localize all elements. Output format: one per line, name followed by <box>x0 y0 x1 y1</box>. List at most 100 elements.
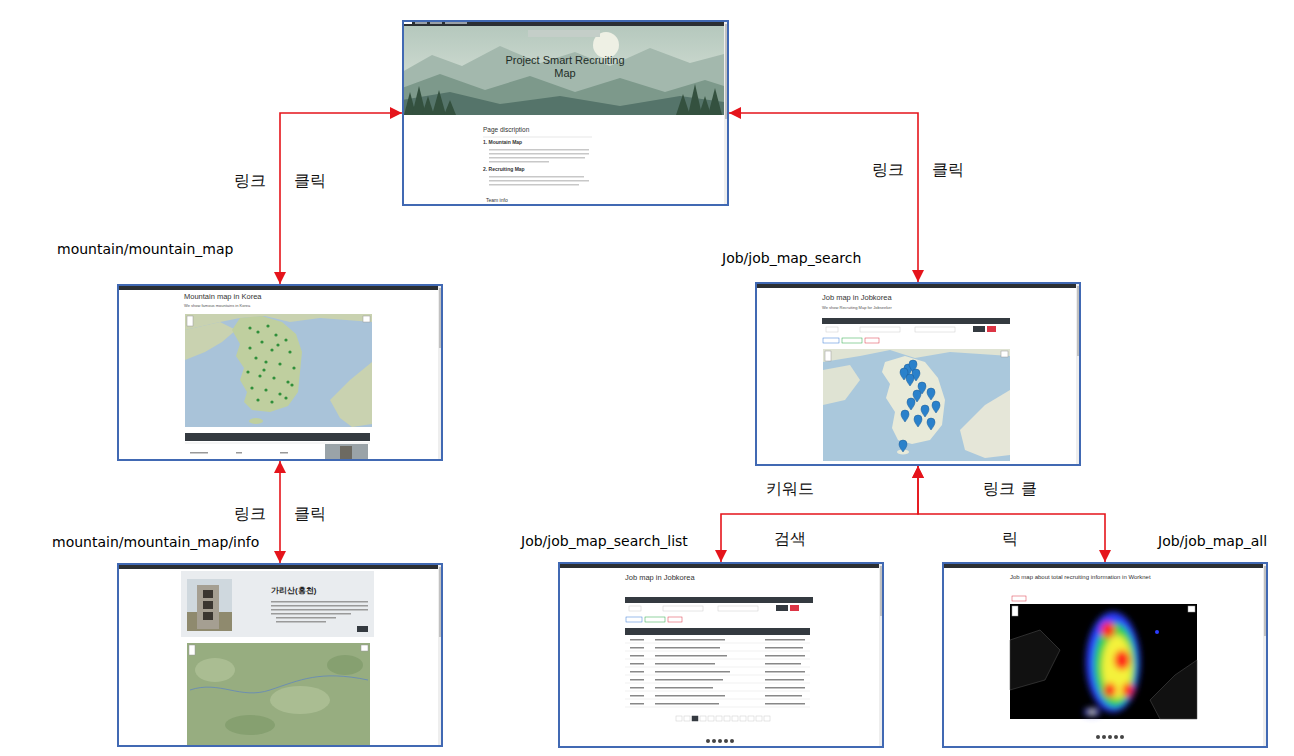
job-marker <box>914 415 922 427</box>
list-row-rule <box>625 643 810 644</box>
home-screenshot <box>402 26 724 115</box>
list-row-rule <box>625 659 810 660</box>
mountain-info-screenshot <box>189 645 195 655</box>
list-row <box>630 647 644 649</box>
mountain-info-screenshot <box>327 655 363 675</box>
job-search-list-screenshot <box>776 605 788 611</box>
mountain-marker <box>246 370 249 373</box>
list-row <box>655 679 723 681</box>
mountain-map-screenshot <box>185 433 370 441</box>
social-icon <box>1120 735 1124 739</box>
list-row <box>655 695 725 697</box>
mountain-map-screenshot <box>185 443 370 444</box>
mountain-info-screenshot <box>276 617 336 619</box>
home-screenshot <box>489 149 589 151</box>
heatmap <box>1101 622 1115 638</box>
job-search-screenshot <box>915 327 955 332</box>
list-row-rule <box>625 675 810 676</box>
pagination <box>692 716 698 721</box>
job-search-screenshot <box>826 327 838 332</box>
mountain-info-screenshot <box>187 579 232 631</box>
social-icon <box>1102 735 1106 739</box>
social-icon <box>712 739 716 743</box>
job-search-list-screenshot <box>663 606 703 611</box>
job-marker <box>901 410 909 422</box>
mountain-info-screenshot <box>271 613 351 615</box>
mountain-info-screenshot <box>197 585 219 629</box>
mountain-map-screenshot <box>236 452 242 454</box>
mountain-info-screenshot <box>271 609 368 611</box>
page-text: Team info <box>486 197 508 203</box>
screenshot-frame: Job/job_map_allJob map about total recru… <box>942 562 1268 748</box>
list-row-rule <box>625 683 810 684</box>
edge-label: 키워드 검색 <box>758 464 822 564</box>
job-marker <box>921 405 929 417</box>
list-row <box>655 703 719 705</box>
pagination <box>764 716 770 721</box>
job-all-screenshot <box>1012 606 1018 616</box>
home-screenshot <box>402 20 729 206</box>
mountain-marker <box>248 346 251 349</box>
pagination <box>748 716 754 721</box>
edge-label: 링크 클릭 <box>872 160 963 179</box>
list-row <box>655 663 715 665</box>
mountain-marker <box>272 376 275 379</box>
mountain-marker <box>258 374 261 377</box>
home-screenshot <box>422 96 434 115</box>
job-search-list-screenshot <box>626 617 642 622</box>
mountain-marker <box>262 368 265 371</box>
home-screenshot <box>415 22 427 24</box>
pagination <box>676 716 682 721</box>
pagination <box>724 716 730 721</box>
mountain-marker <box>248 326 251 329</box>
mountain-info-screenshot <box>187 643 370 747</box>
mountain-map-screenshot <box>117 284 443 461</box>
pagination <box>740 716 746 721</box>
home-screenshot <box>489 157 585 159</box>
mountain-info-screenshot <box>203 612 213 620</box>
mountain-marker <box>278 362 281 365</box>
pagination <box>684 716 690 721</box>
list-row-rule <box>625 651 810 652</box>
home-screenshot <box>402 92 724 115</box>
mountain-info-screenshot <box>276 621 326 623</box>
page-url: mountain/mountain_map <box>57 241 233 258</box>
social-icon <box>706 739 710 743</box>
home-screenshot <box>708 88 722 115</box>
job-all-screenshot <box>942 562 1268 748</box>
edge-label: 링크 클릭 <box>234 504 325 523</box>
pagination <box>676 716 770 721</box>
job-all-screenshot <box>1012 596 1026 601</box>
edge-label: 링크 클릭 <box>234 171 325 190</box>
job-search-screenshot <box>822 318 1010 324</box>
social-icon <box>1096 735 1100 739</box>
page-url: mountain/mountain_map/info <box>52 534 259 551</box>
job-search-list-screenshot <box>645 617 665 622</box>
list-row <box>765 671 805 673</box>
home-screenshot <box>402 46 724 115</box>
mountain-marker <box>250 386 253 389</box>
list-row-rule <box>625 707 810 708</box>
page-text: Job map about total recruiting informati… <box>1010 574 1151 581</box>
list-row <box>655 647 720 649</box>
job-all-screenshot <box>1188 606 1195 612</box>
mountain-marker <box>290 383 293 386</box>
mountain-marker <box>292 366 295 369</box>
page-text: Mountain map in Korea <box>184 292 262 301</box>
screenshot-frame: Project Smart Recruiting MapPage discrip… <box>402 20 729 206</box>
pagination <box>708 716 714 721</box>
mountain-map-screenshot <box>280 452 288 454</box>
job-marker <box>932 401 940 413</box>
mountain-info-screenshot <box>270 686 330 714</box>
mountain-marker <box>270 400 273 403</box>
list-row <box>765 695 802 697</box>
heatmap <box>1104 683 1116 697</box>
mountain-marker <box>270 348 273 351</box>
home-screenshot <box>676 94 690 115</box>
mountain-info-screenshot <box>181 571 374 637</box>
mountain-info-screenshot <box>357 626 368 632</box>
mountain-marker <box>276 343 279 346</box>
mountain-info-screenshot <box>271 605 368 607</box>
